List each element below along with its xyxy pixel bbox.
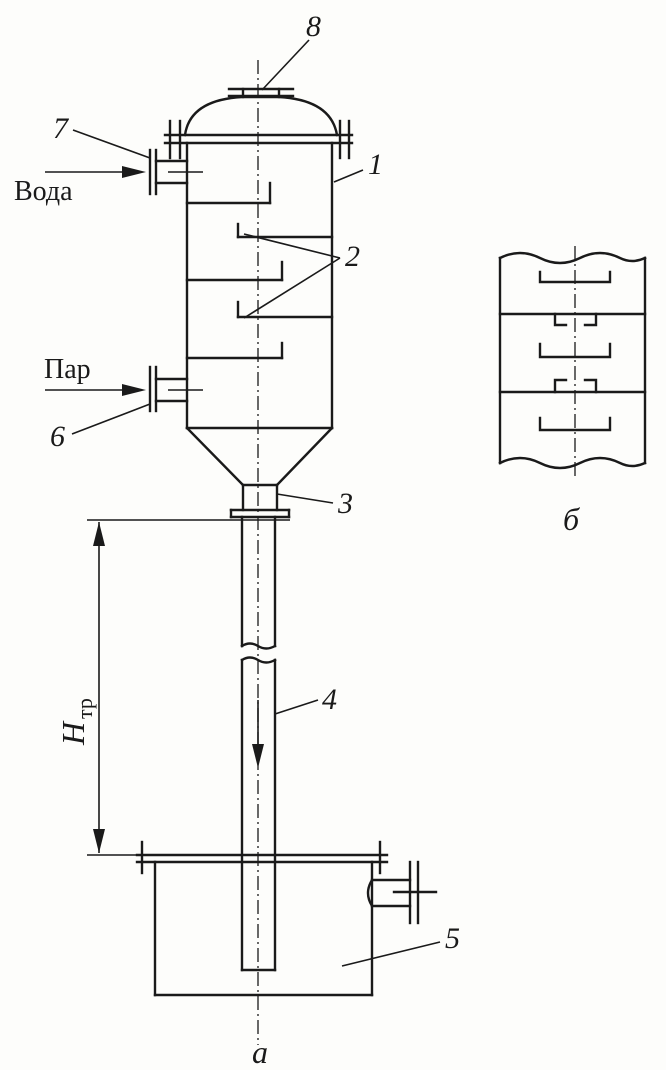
label-steam: Пар <box>44 354 91 385</box>
caption-b: б <box>563 501 580 537</box>
tank-outlet-nozzle <box>366 860 438 925</box>
neck-flange-3 <box>229 483 291 519</box>
label-4: 4 <box>322 683 337 716</box>
height-label: H тр <box>55 698 97 746</box>
label-6: 6 <box>50 420 65 453</box>
label-8: 8 <box>306 10 321 43</box>
water-inlet-arrow <box>45 166 146 178</box>
label-2: 2 <box>345 240 360 273</box>
label-water: Вода <box>14 176 73 207</box>
label-1: 1 <box>368 148 383 181</box>
label-7: 7 <box>53 112 70 145</box>
water-inlet-nozzle-7 <box>148 148 203 196</box>
caption-a: а <box>252 1034 268 1070</box>
callout-leaders <box>71 39 441 967</box>
label-3: 3 <box>337 487 353 520</box>
shelf-trays <box>185 181 334 360</box>
height-symbol: H <box>55 720 91 746</box>
condenser-cone <box>185 426 334 487</box>
hot-well-tank-5 <box>135 840 389 997</box>
condenser-shell <box>185 141 334 430</box>
height-dimension <box>87 519 290 856</box>
height-subscript: тр <box>72 698 97 719</box>
steam-inlet-nozzle-6 <box>148 365 203 413</box>
steam-inlet-arrow <box>45 384 146 396</box>
top-nozzle-8 <box>227 87 295 99</box>
detail-b <box>498 246 647 478</box>
label-5: 5 <box>445 922 460 955</box>
